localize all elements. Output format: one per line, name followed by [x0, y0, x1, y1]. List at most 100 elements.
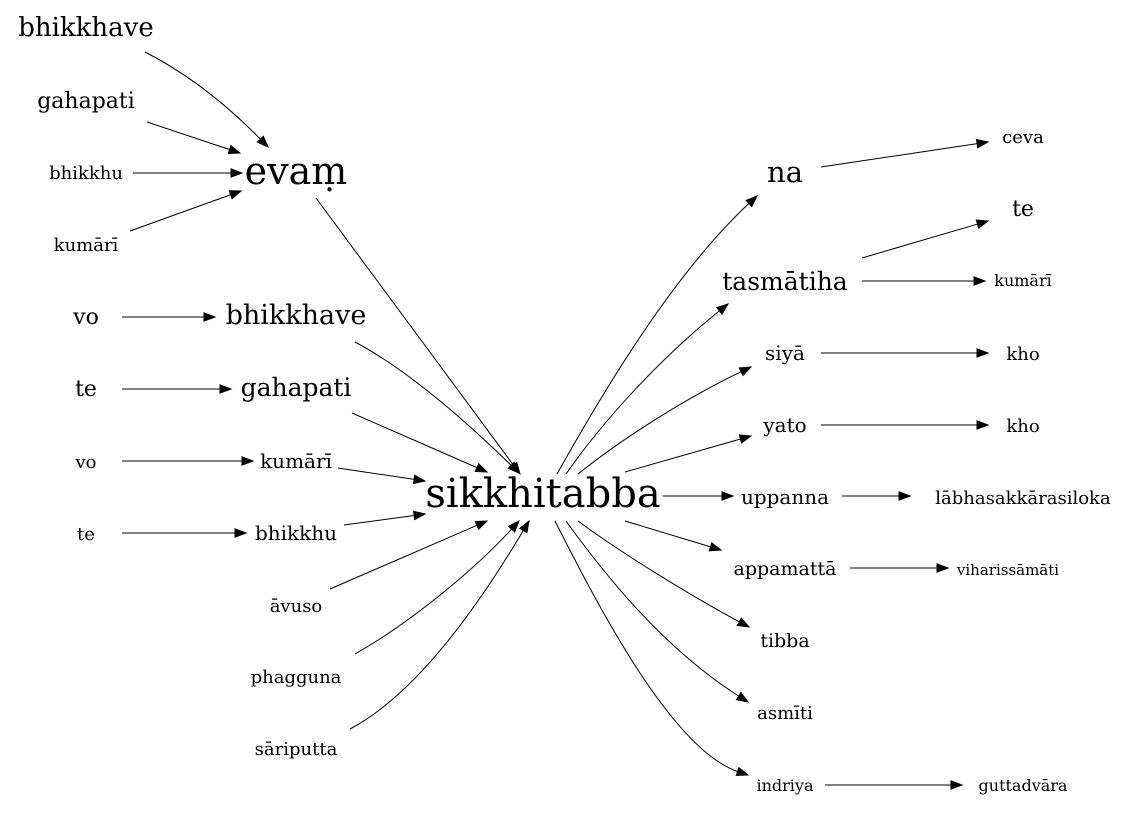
edge-line [144, 51, 262, 141]
edge-line [351, 412, 479, 469]
edge-sariputta-to-sikkhitabba [349, 519, 530, 730]
edge-line [565, 309, 721, 475]
arrowhead-icon [507, 519, 520, 533]
node-yato: yato [762, 413, 806, 437]
node-vo1: vo [72, 305, 99, 330]
arrowhead-icon [715, 303, 730, 316]
edge-vo1-to-bhikkhave_mid [122, 312, 217, 322]
edge-line [354, 528, 513, 655]
edge-line [315, 197, 515, 467]
arrowhead-icon [735, 766, 750, 777]
edge-line [146, 121, 231, 151]
edge-bhikkhu_top-to-evam [133, 168, 244, 178]
edges-layer [122, 51, 990, 790]
arrowhead-icon [950, 780, 964, 790]
node-indriya: indriya [756, 776, 813, 795]
edge-vo2-to-kumari_mid [122, 456, 255, 466]
arrowhead-icon [228, 190, 243, 200]
arrowhead-icon [936, 563, 950, 573]
arrowhead-icon [412, 474, 427, 485]
node-asmiti: asmīti [757, 703, 813, 724]
edge-line [577, 520, 741, 623]
node-kumari-right: kumārī [994, 271, 1051, 290]
edge-phagguna-to-sikkhitabba [354, 519, 520, 655]
arrowhead-icon [474, 462, 489, 473]
node-sikkhitabba: sikkhitabba [425, 471, 660, 517]
edge-bhikkhave_mid-to-sikkhitabba [354, 341, 521, 474]
node-bhikkhave-top: bhikkhave [18, 13, 154, 43]
node-kumari-top: kumārī [54, 235, 119, 256]
edge-sikkhitabba-to-uppanna [663, 491, 735, 501]
edge-gahapati_mid-to-sikkhitabba [351, 412, 489, 473]
edge-line [337, 467, 416, 481]
node-kumari-mid: kumārī [260, 449, 332, 473]
edge-evam-to-sikkhitabba [315, 197, 521, 476]
node-bhikkhave-mid: bhikkhave [226, 300, 367, 331]
edge-appamatta-to-viharissamati [850, 563, 950, 573]
edge-line [820, 142, 979, 168]
arrowhead-icon [898, 491, 912, 501]
arrowhead-icon [975, 219, 990, 229]
arrowhead-icon [973, 276, 987, 286]
edge-kumari_top-to-evam [129, 190, 243, 232]
edge-line [129, 193, 232, 232]
edge-line [556, 202, 751, 475]
node-sariputta: sāriputta [255, 739, 338, 760]
node-te-right: te [1012, 197, 1034, 222]
node-appamatta: appamattā [734, 558, 837, 580]
arrowhead-icon [736, 617, 751, 628]
arrowhead-icon [975, 138, 990, 149]
node-guttadvara: guttadvāra [979, 776, 1068, 795]
edge-sikkhitabba-to-siya [577, 366, 753, 475]
node-labha: lābhasakkārasiloka [935, 488, 1111, 509]
edge-sikkhitabba-to-tasmatiha [565, 303, 730, 475]
node-gahapati-mid: gahapati [241, 373, 352, 402]
node-kho2: kho [1006, 416, 1039, 437]
node-avuso: āvuso [270, 596, 323, 617]
arrowhead-icon [203, 312, 217, 322]
node-na: na [767, 155, 803, 189]
edge-te1-to-gahapati_mid [122, 384, 233, 394]
arrowhead-icon [721, 491, 735, 501]
node-uppanna: uppanna [741, 485, 829, 509]
edge-avuso-to-sikkhitabba [329, 520, 489, 590]
edge-uppanna-to-labha [842, 491, 912, 501]
edge-sikkhitabba-to-tibba [577, 520, 751, 628]
edge-na-to-ceva [820, 138, 990, 168]
arrowhead-icon [738, 366, 753, 377]
arrowhead-icon [241, 456, 255, 466]
edge-kumari_mid-to-sikkhitabba [337, 467, 427, 485]
arrowhead-icon [708, 541, 723, 552]
node-kho1: kho [1006, 344, 1039, 365]
node-vo2: vo [74, 452, 96, 473]
node-tasmatiha: tasmātiha [722, 267, 848, 296]
arrowhead-icon [412, 510, 427, 521]
edge-line [624, 520, 712, 548]
node-bhikkhu-top: bhikkhu [49, 163, 123, 184]
arrowhead-icon [745, 195, 759, 208]
arrowhead-icon [976, 348, 990, 358]
node-tibba: tibba [760, 630, 809, 652]
arrowhead-icon [976, 420, 990, 430]
edge-siya-to-kho1 [821, 348, 990, 358]
arrowhead-icon [230, 168, 244, 178]
edge-line [554, 520, 739, 773]
node-ceva: ceva [1002, 127, 1044, 148]
edge-indriya-to-guttadvara [825, 780, 964, 790]
arrowhead-icon [507, 461, 521, 474]
arrowhead-icon [735, 691, 750, 703]
arrowhead-icon [256, 135, 269, 149]
edge-line [565, 520, 740, 698]
arrowhead-icon [518, 519, 530, 534]
edge-line [349, 529, 525, 730]
edge-line [343, 514, 416, 526]
nodes-layer: bhikkhave gahapati bhikkhu kumārī evaṃ vo bhik… [18, 13, 1111, 795]
edge-bhikkhave_top-to-evam [144, 51, 269, 149]
edge-tasmatiha-to-te_right [861, 219, 990, 259]
edge-sikkhitabba-to-appamatta [624, 520, 723, 552]
node-gahapati-top: gahapati [37, 89, 135, 114]
node-siya: siyā [765, 341, 805, 365]
edge-sikkhitabba-to-yato [624, 434, 753, 473]
node-evam: evaṃ [245, 149, 348, 193]
